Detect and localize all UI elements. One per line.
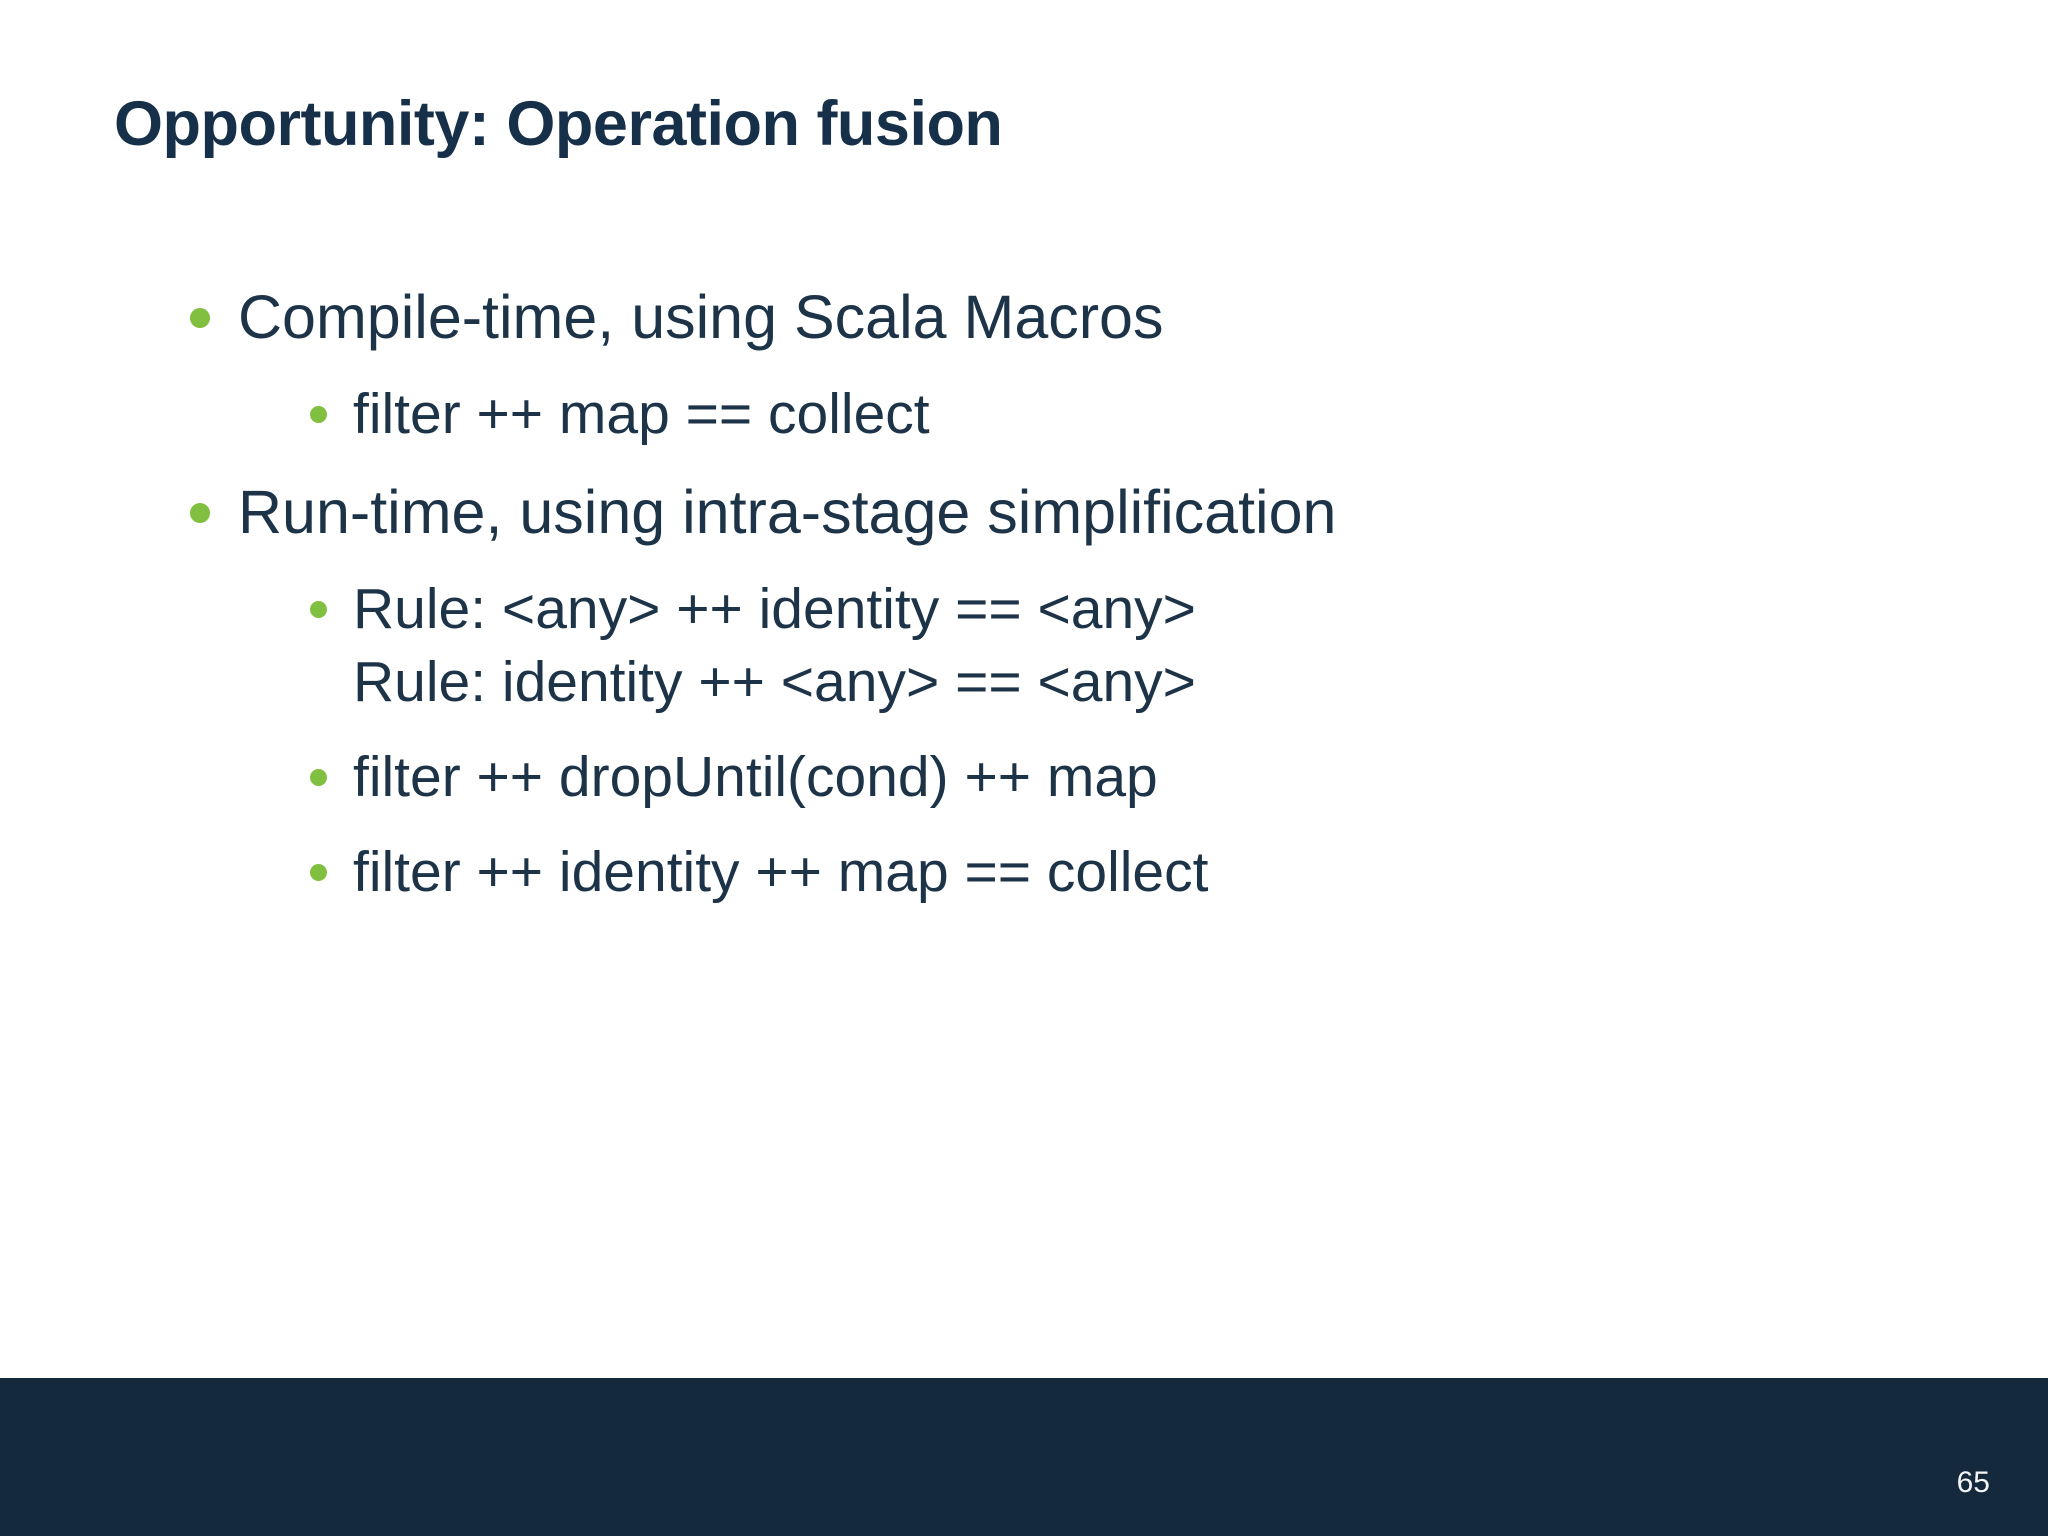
page-number: 65 bbox=[1956, 1466, 1990, 1499]
list-item-label: filter ++ identity ++ map == collect bbox=[353, 839, 1209, 904]
page-title: Opportunity: Operation fusion bbox=[114, 89, 1003, 159]
list-item-label: filter ++ dropUntil(cond) ++ map bbox=[353, 745, 1158, 810]
bullet-dot-icon bbox=[190, 308, 210, 328]
bullet-dot-icon bbox=[190, 503, 210, 524]
list-item-label: Rule: <any> ++ identity == <any> bbox=[353, 577, 1196, 642]
list-item-label-group: Rule: <any> ++ identity == <any> Rule: i… bbox=[353, 573, 1196, 719]
bullet-list: Compile-time, using Scala Macros filter … bbox=[190, 278, 1910, 931]
bullet-dot-icon bbox=[310, 769, 327, 787]
list-item: filter ++ identity ++ map == collect bbox=[190, 836, 1910, 909]
bullet-dot-icon bbox=[310, 406, 327, 424]
bullet-dot-icon bbox=[310, 863, 327, 881]
list-item: filter ++ map == collect bbox=[190, 378, 1910, 451]
list-item: Rule: <any> ++ identity == <any> Rule: i… bbox=[190, 573, 1910, 719]
list-item-label: Run-time, using intra-stage simplificati… bbox=[238, 478, 1337, 547]
footer-bar: 65 bbox=[0, 1378, 2048, 1536]
bullet-dot-icon bbox=[310, 601, 327, 619]
list-item-label: Compile-time, using Scala Macros bbox=[238, 283, 1164, 351]
list-item-label-secondary: Rule: identity ++ <any> == <any> bbox=[353, 650, 1196, 715]
list-item: filter ++ dropUntil(cond) ++ map bbox=[190, 741, 1910, 814]
list-item: Run-time, using intra-stage simplificati… bbox=[190, 473, 1910, 551]
list-item: Compile-time, using Scala Macros bbox=[190, 278, 1910, 356]
list-item-label: filter ++ map == collect bbox=[353, 382, 930, 447]
